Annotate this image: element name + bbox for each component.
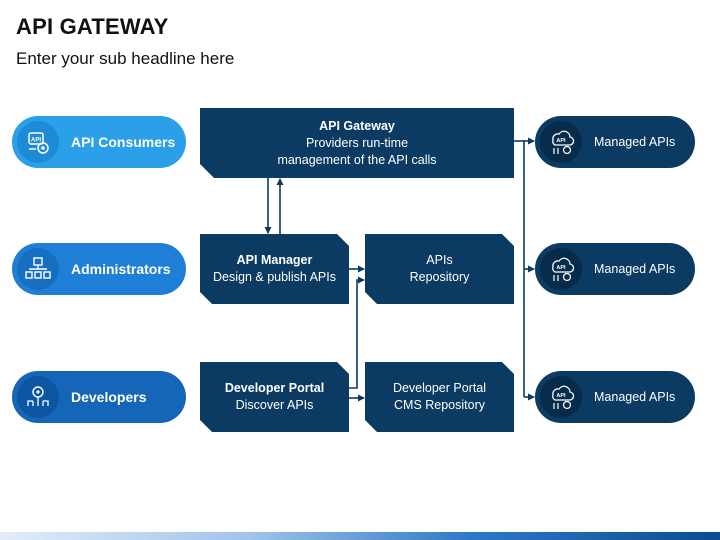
developer-circuit-icon: [17, 376, 59, 418]
portal-subtitle: Discover APIs: [235, 398, 314, 412]
org-chart-icon: [17, 248, 59, 290]
bottom-gradient-bar: [0, 532, 720, 540]
managed-label: Managed APIs: [594, 135, 676, 149]
managed-apis-1: API Managed APIs: [535, 116, 695, 168]
actor-label: API Consumers: [71, 134, 176, 150]
api-manager-box: API Manager Design & publish APIs: [200, 234, 349, 304]
svg-text:API: API: [556, 393, 566, 399]
repository-line2: Repository: [409, 270, 470, 284]
developer-portal-box: Developer Portal Discover APIs: [200, 362, 349, 432]
api-settings-icon: API: [17, 121, 59, 163]
svg-text:API: API: [556, 138, 566, 144]
managed-label: Managed APIs: [594, 262, 676, 276]
api-cloud-gear-icon: API: [540, 248, 582, 290]
manager-subtitle: Design & publish APIs: [213, 270, 336, 284]
repository-line1: APIs: [426, 253, 453, 267]
managed-label: Managed APIs: [594, 390, 676, 404]
managed-apis-2: API Managed APIs: [535, 243, 695, 295]
api-cloud-gear-icon: API: [540, 376, 582, 418]
svg-text:API: API: [31, 138, 41, 144]
gateway-title: API Gateway: [319, 118, 395, 133]
gateway-line1: Providers run-time: [305, 135, 409, 150]
actor-developers: Developers: [12, 371, 186, 423]
portal-title: Developer Portal: [224, 381, 325, 395]
cms-line1: Developer Portal: [392, 381, 487, 395]
api-gateway-box: API Gateway Providers run-time managemen…: [200, 108, 514, 178]
svg-text:API: API: [556, 265, 566, 271]
cms-repository-box: Developer Portal CMS Repository: [365, 362, 514, 432]
connector-portal-to-repository: [349, 276, 365, 389]
manager-title: API Manager: [236, 253, 313, 267]
api-cloud-gear-icon: API: [540, 121, 582, 163]
actor-api-consumers: API API Consumers: [12, 116, 186, 168]
actor-label: Developers: [71, 389, 147, 405]
cms-line2: CMS Repository: [394, 398, 485, 412]
gateway-line2: management of the API calls: [277, 152, 437, 167]
apis-repository-box: APIs Repository: [365, 234, 514, 304]
actor-administrators: Administrators: [12, 243, 186, 295]
page-subtitle: Enter your sub headline here: [16, 49, 235, 68]
page-title: API GATEWAY: [16, 14, 169, 39]
managed-apis-3: API Managed APIs: [535, 371, 695, 423]
actor-label: Administrators: [71, 261, 171, 277]
